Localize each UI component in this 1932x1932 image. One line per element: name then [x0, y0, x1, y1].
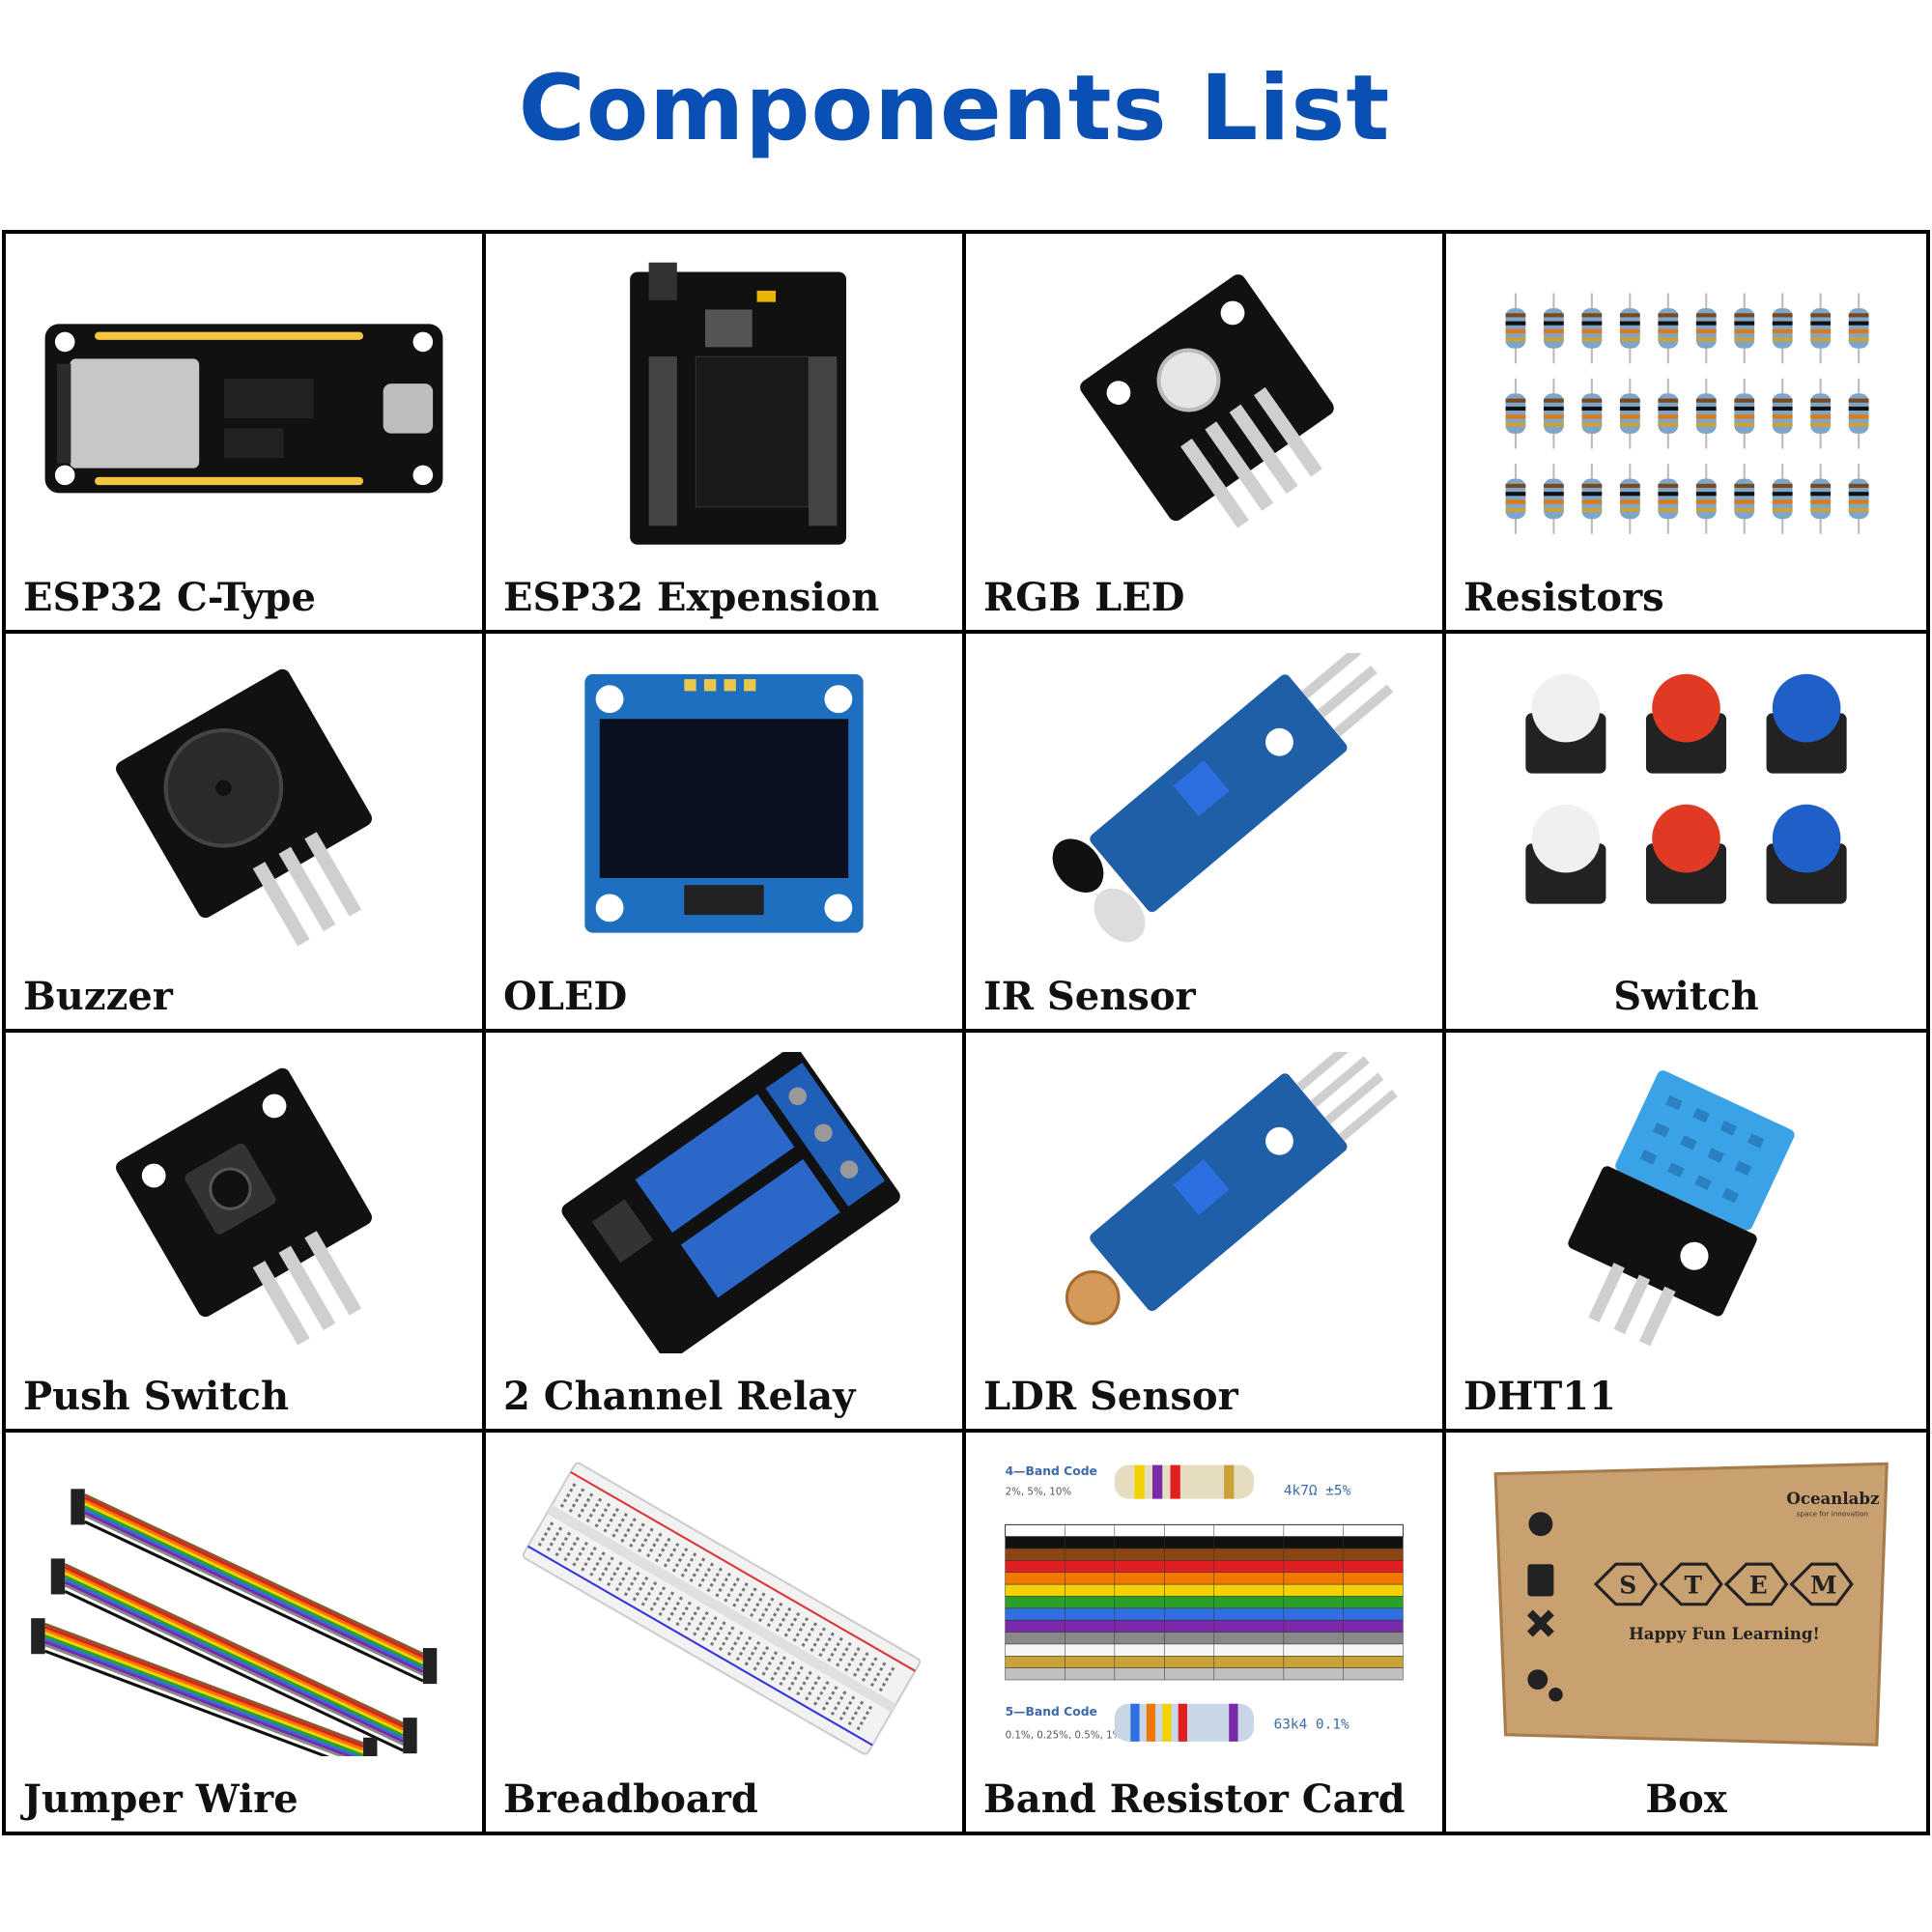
- component-label: LDR Sensor: [983, 1373, 1238, 1419]
- tactile-switch-icon: [1465, 653, 1907, 954]
- expansion-board-icon: [505, 253, 943, 554]
- jumper-wire-icon: [25, 1452, 463, 1756]
- ldr-sensor-icon: [985, 1052, 1423, 1353]
- box-tagline: space for innovation: [1797, 1509, 1868, 1518]
- five-band-example: 63k4 0.1%: [1274, 1717, 1350, 1732]
- relay-module-icon: [505, 1052, 943, 1353]
- component-cell-band-resistor-card: 4—Band Code 2%, 5%, 10% 4k7Ω ±5% 5—Band …: [966, 1432, 1446, 1832]
- four-band-tolerances: 2%, 5%, 10%: [1006, 1486, 1072, 1497]
- component-label: IR Sensor: [983, 974, 1196, 1019]
- box-letter: M: [1810, 1571, 1837, 1599]
- push-switch-module-icon: [25, 1052, 463, 1353]
- component-cell-rgb-led: RGB LED: [966, 234, 1446, 634]
- component-label: Push Switch: [23, 1373, 290, 1419]
- component-cell-buzzer: Buzzer: [6, 633, 486, 1033]
- ir-sensor-icon: [985, 652, 1423, 954]
- component-label: Jumper Wire: [23, 1776, 298, 1822]
- esp32-board-icon: [25, 253, 463, 554]
- box-letter: S: [1619, 1571, 1636, 1599]
- component-cell-ir-sensor: IR Sensor: [966, 633, 1446, 1033]
- component-label: Switch: [1613, 974, 1759, 1019]
- component-label: ESP32 C-Type: [23, 574, 316, 620]
- component-label: RGB LED: [983, 574, 1185, 620]
- component-cell-switch: Switch: [1446, 634, 1926, 1033]
- dht11-sensor-icon: [1465, 1052, 1907, 1353]
- component-label: OLED: [503, 974, 628, 1019]
- component-cell-push-switch: Push Switch: [6, 1033, 486, 1433]
- oled-display-icon: [505, 653, 943, 954]
- five-band-tolerances: 0.1%, 0.25%, 0.5%, 1%: [1006, 1729, 1122, 1741]
- box-slogan: Happy Fun Learning!: [1629, 1624, 1820, 1643]
- box-letter: T: [1684, 1571, 1702, 1599]
- component-cell-jumper-wire: Jumper Wire: [6, 1432, 486, 1832]
- page-title: Components List: [518, 56, 1391, 161]
- component-cell-breadboard: Breadboard: [486, 1432, 966, 1832]
- component-cell-box: Oceanlabz space for innovation S T E M H…: [1446, 1433, 1926, 1833]
- box-letter: E: [1749, 1571, 1768, 1599]
- component-label: Band Resistor Card: [983, 1776, 1406, 1822]
- resistors-icon: [1465, 253, 1907, 554]
- component-cell-esp32-expansion: ESP32 Expension: [486, 234, 966, 634]
- buzzer-module-icon: [25, 653, 463, 954]
- component-label: ESP32 Expension: [503, 574, 880, 620]
- rgb-led-module-icon: [985, 253, 1423, 554]
- breadboard-icon: [505, 1452, 943, 1757]
- component-cell-oled: OLED: [486, 633, 966, 1033]
- component-label: Buzzer: [23, 974, 173, 1019]
- resistor-color-card-icon: 4—Band Code 2%, 5%, 10% 4k7Ω ±5% 5—Band …: [985, 1452, 1423, 1757]
- component-cell-relay: 2 Channel Relay: [486, 1033, 966, 1433]
- component-label: Breadboard: [503, 1776, 758, 1822]
- component-label: Box: [1645, 1776, 1727, 1822]
- four-band-title: 4—Band Code: [1006, 1463, 1097, 1477]
- box-brand: Oceanlabz: [1786, 1488, 1879, 1507]
- component-cell-resistors: Resistors: [1446, 234, 1926, 634]
- component-cell-ldr-sensor: LDR Sensor: [966, 1033, 1446, 1433]
- component-label: Resistors: [1463, 574, 1664, 620]
- component-cell-dht11: DHT11: [1446, 1033, 1926, 1433]
- four-band-example: 4k7Ω ±5%: [1284, 1483, 1351, 1498]
- component-label: 2 Channel Relay: [503, 1373, 856, 1419]
- components-grid: ESP32 C-Type ESP32 Expension: [2, 230, 1930, 1835]
- kit-box-icon: Oceanlabz space for innovation S T E M H…: [1465, 1452, 1907, 1757]
- component-cell-esp32: ESP32 C-Type: [6, 234, 486, 634]
- five-band-title: 5—Band Code: [1006, 1705, 1097, 1719]
- component-label: DHT11: [1463, 1373, 1616, 1419]
